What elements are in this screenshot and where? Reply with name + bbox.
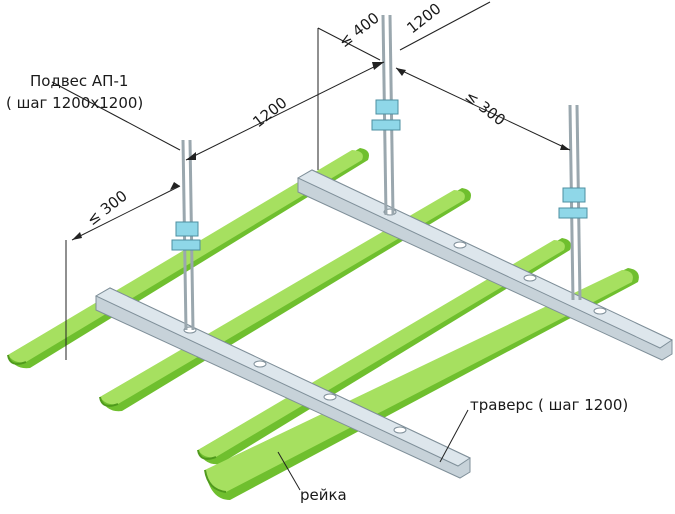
dim-right-offset: ≤ 300 (462, 87, 509, 129)
traverse-front (94, 287, 472, 479)
callout-labels: Подвес АП-1 ( шаг 1200х1200) траверс ( ш… (6, 72, 628, 504)
dimension-arrows (72, 62, 570, 240)
traverse-label: траверс ( шаг 1200) (470, 396, 628, 414)
dim-top-span: 1200 (403, 0, 444, 37)
dimension-lines (51, 1, 571, 491)
rail-label: рейка (300, 486, 347, 504)
hanger-label-line1: Подвес АП-1 (30, 72, 128, 90)
dim-top-offset: ≤ 400 (335, 9, 382, 51)
rail (198, 238, 571, 465)
dim-mid-span: 1200 (249, 93, 290, 131)
hanger (371, 14, 401, 216)
rail (204, 268, 639, 500)
hanger-label-line2: ( шаг 1200х1200) (6, 94, 143, 112)
hanger (171, 139, 201, 331)
hanger (558, 104, 588, 301)
